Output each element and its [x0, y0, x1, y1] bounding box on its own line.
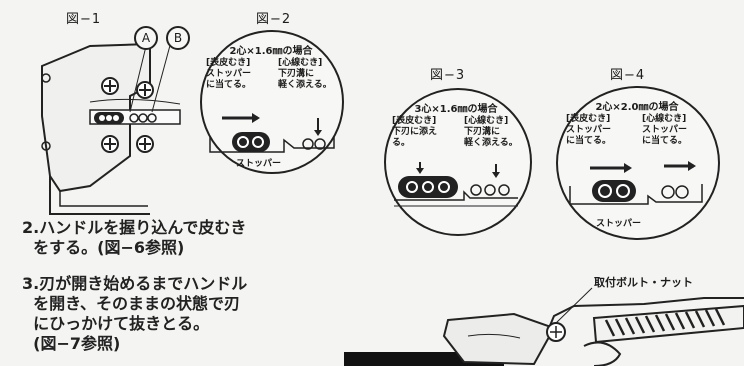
fig4-note-right: [心線むき] ストッパー に当てる。	[642, 114, 688, 146]
fig4-title: 図−4	[610, 68, 646, 83]
fig3-circle	[384, 88, 532, 236]
instruction-step-2: 2.ハンドルを握り込んで皮むき をする。(図−6参照)	[22, 218, 247, 257]
handle-mechanism-illustration	[344, 287, 744, 366]
fig4-heading: 2心×2.0㎜の場合	[595, 102, 679, 113]
fig3-note-left: [表皮むき] 下刃に添え る。	[392, 116, 438, 148]
label-b-marker: B	[166, 26, 190, 50]
fig4-stopper-label: ストッパー	[596, 219, 642, 229]
fig4-note-left: [表皮むき] ストッパー に当てる。	[566, 114, 612, 146]
fig1-title: 図−1	[66, 12, 102, 27]
label-a-marker: A	[134, 26, 158, 50]
fig2-note-right: [心線むき] 下刃溝に 軽く添える。	[278, 58, 332, 90]
fig3-note-right: [心線むき] 下刃溝に 軽く添える。	[464, 116, 518, 148]
label-b: B	[173, 31, 183, 45]
fig2-cable-illustration	[209, 113, 335, 153]
fig2-stopper-label: ストッパー	[236, 159, 282, 169]
fig2-circle	[200, 30, 344, 174]
fig3-title: 図−3	[430, 68, 466, 83]
fig2-note-left: [表皮むき] ストッパー に当てる。	[206, 58, 252, 90]
fig4-circle	[556, 86, 720, 240]
instruction-step-3: 3.刃が開き始めるまでハンドル を開き、そのままの状態で刃 にひっかけて抜きとる…	[22, 274, 248, 353]
fig1-tool-illustration	[41, 37, 181, 215]
fig2-title: 図−2	[256, 12, 292, 27]
mounting-bolt-nut-label: 取付ボルト・ナット	[594, 276, 693, 289]
label-a: A	[141, 31, 151, 45]
fig2-heading: 2心×1.6㎜の場合	[229, 46, 313, 57]
fig3-cable-illustration	[394, 162, 518, 207]
fig3-heading: 3心×1.6㎜の場合	[414, 104, 498, 115]
fig4-cable-illustration	[569, 161, 703, 205]
